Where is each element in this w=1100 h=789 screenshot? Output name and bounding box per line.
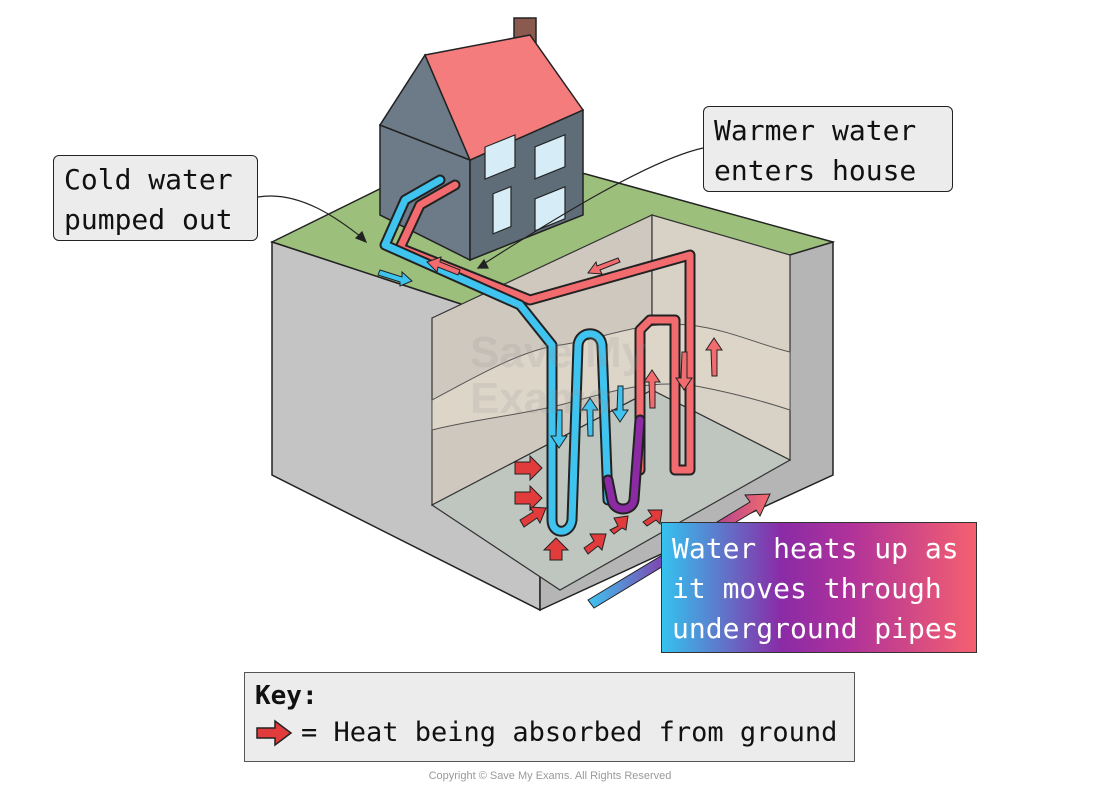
cold-water-line: Cold water — [64, 163, 233, 196]
cold-callout-line — [257, 195, 366, 241]
heat-arrow-icon — [514, 484, 543, 512]
flow-arrows — [377, 256, 723, 449]
flow-arrow-icon — [581, 397, 599, 437]
window — [484, 134, 516, 180]
heat-arrow-icon — [514, 454, 543, 482]
flow-arrow-icon — [675, 351, 693, 391]
heat-arrow-icon — [519, 506, 547, 528]
flow-arrow-icon — [550, 409, 568, 449]
transition-pipe — [604, 416, 644, 513]
flow-arrow-icon — [611, 385, 629, 423]
warm-callout-line — [481, 147, 704, 266]
house-icon — [378, 17, 585, 262]
heat-arrow-icon — [642, 509, 663, 527]
warm-pipe — [396, 181, 694, 474]
pipe-system — [379, 174, 696, 537]
flow-arrow-icon — [643, 369, 661, 409]
heat-arrow-icon — [542, 537, 570, 561]
heats-up-label: Water heats up as it moves through under… — [661, 522, 977, 653]
heat-arrow-icon — [256, 719, 293, 746]
cold-water-label: Cold water pumped out — [53, 155, 258, 241]
copyright-text: Copyright © Save My Exams. All Rights Re… — [428, 770, 672, 782]
cold-pipe — [381, 176, 612, 535]
soil-layer-upper — [431, 323, 791, 431]
flow-arrow-icon — [705, 337, 723, 377]
warmer-water-label: Warmer water enters house — [703, 106, 953, 192]
heat-arrow-icon — [583, 533, 607, 555]
key-box: Key: = Heat being absorbed from ground — [244, 672, 855, 762]
heats-up-line: it moves through — [672, 572, 942, 605]
key-meaning: = Heat being absorbed from ground — [301, 717, 838, 748]
warmer-water-line: enters house — [714, 154, 917, 187]
key-row: = Heat being absorbed from ground — [255, 717, 844, 748]
window — [534, 133, 566, 180]
callout-lines — [257, 147, 704, 269]
warmer-water-line: Warmer water — [714, 114, 917, 147]
flow-arrow-icon — [377, 269, 413, 287]
watermark-line: Save My — [470, 328, 647, 377]
door — [492, 185, 512, 235]
watermark: Save My Exams — [470, 330, 646, 422]
key-title: Key: — [255, 681, 318, 711]
flow-arrow-icon — [426, 256, 461, 276]
window — [534, 185, 566, 232]
watermark-line: Exams — [470, 374, 612, 423]
heat-arrow-icon — [609, 515, 629, 535]
cold-water-line: pumped out — [64, 203, 233, 236]
heat-arrows — [514, 454, 663, 561]
heats-up-line: underground pipes — [672, 612, 959, 645]
roof — [423, 34, 585, 161]
heats-up-line: Water heats up as — [672, 532, 959, 565]
flow-arrow-icon — [587, 257, 621, 275]
